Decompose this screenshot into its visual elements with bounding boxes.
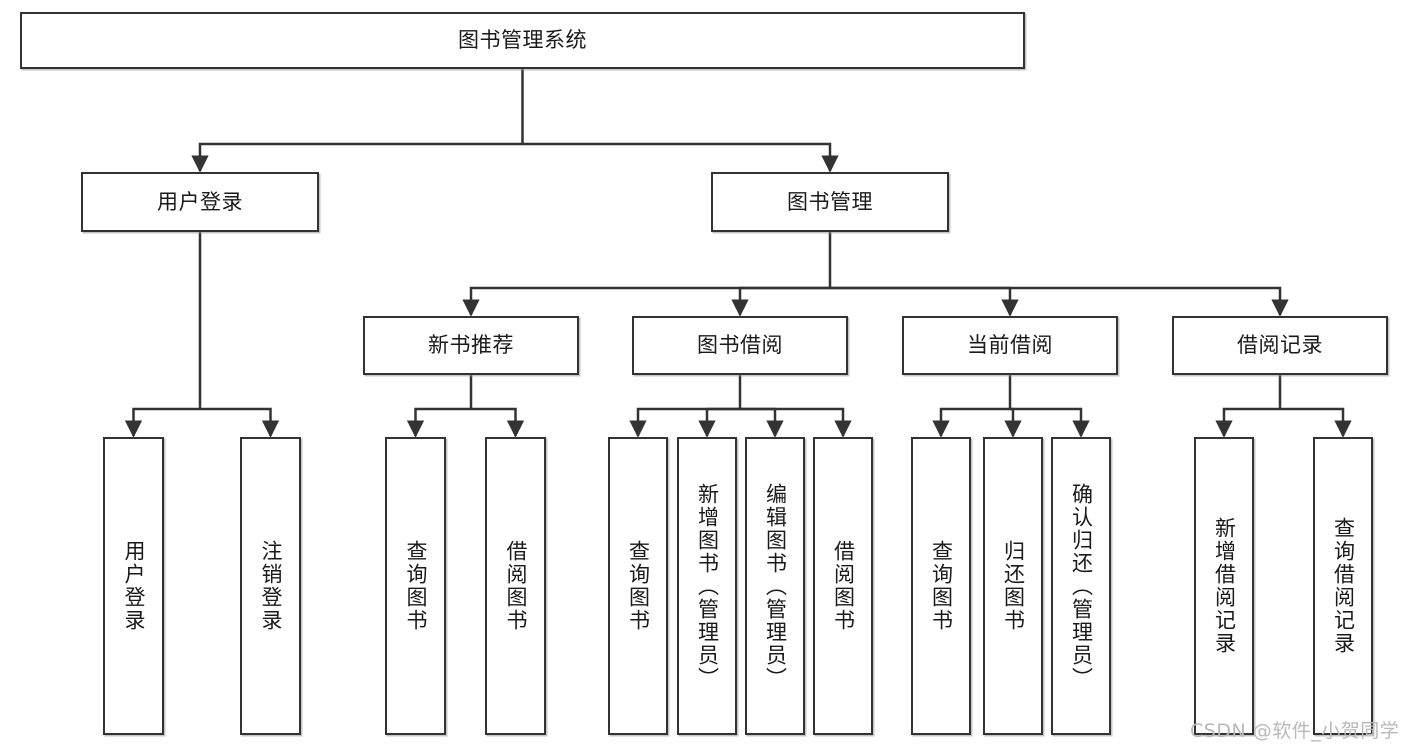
edge-current-to-query [932,407,1010,438]
node-label-bo-add: 新增图书（管理员） [695,482,720,690]
edge-login-to-userlogout [200,407,280,438]
node-cu-confirm[interactable]: 确认归还（管理员） [1051,437,1111,735]
node-label-login: 用户登录 [157,189,243,214]
node-userlogout[interactable]: 注销登录 [240,437,301,735]
node-cu-return[interactable]: 归还图书 [983,437,1043,735]
node-label-re-query: 查询借阅记录 [1331,517,1356,655]
node-label-bo-borrow: 借阅图书 [831,540,856,632]
node-login[interactable]: 用户登录 [81,172,319,232]
node-root[interactable]: 图书管理系统 [20,12,1025,69]
node-nb-borrow[interactable]: 借阅图书 [485,437,546,735]
node-bo-borrow[interactable]: 借阅图书 [813,437,873,735]
edge-bookmgmt-to-records [830,286,1289,317]
edge-borrow-to-edit [740,407,784,438]
node-bo-add[interactable]: 新增图书（管理员） [677,437,737,735]
node-nb-query[interactable]: 查询图书 [385,437,446,735]
edge-newbook-to-borrow [471,407,525,438]
node-label-cu-confirm: 确认归还（管理员） [1069,482,1094,690]
edge-records-to-query [1280,407,1352,438]
node-label-cu-query: 查询图书 [929,540,954,632]
node-label-re-add: 新增借阅记录 [1212,517,1237,655]
node-label-borrow: 图书借阅 [697,333,783,358]
edge-bookmgmt-to-borrow [731,286,830,317]
node-re-add[interactable]: 新增借阅记录 [1194,437,1254,735]
node-label-cu-return: 归还图书 [1001,540,1026,632]
node-re-query[interactable]: 查询借阅记录 [1313,437,1373,735]
edge-root-to-login [191,142,523,173]
node-bookmgmt[interactable]: 图书管理 [711,172,949,232]
node-label-current: 当前借阅 [967,333,1053,358]
csdn-watermark: CSDN @软件_小贺同学 [1190,720,1400,742]
node-label-bo-query: 查询图书 [626,540,651,632]
node-label-newbook: 新书推荐 [428,333,514,358]
edge-current-to-return [1004,407,1022,438]
node-label-userlogin: 用户登录 [122,540,146,632]
edge-current-to-confirm [1010,407,1090,438]
edge-borrow-to-query [629,407,740,438]
node-label-root: 图书管理系统 [458,28,587,53]
node-label-nb-borrow: 借阅图书 [504,540,528,632]
node-label-bookmgmt: 图书管理 [787,189,873,214]
edge-borrow-to-add [698,407,740,438]
edge-newbook-to-query [406,407,471,438]
node-label-bo-edit: 编辑图书（管理员） [763,482,788,690]
node-userlogin[interactable]: 用户登录 [103,437,164,735]
node-label-records: 借阅记录 [1237,333,1323,358]
node-newbook[interactable]: 新书推荐 [363,316,579,375]
edge-root-to-bookmgmt [522,142,839,173]
edge-login-to-userlogin [124,407,200,438]
node-bo-query[interactable]: 查询图书 [608,437,668,735]
edge-bookmgmt-to-current [830,286,1019,317]
node-cu-query[interactable]: 查询图书 [911,437,971,735]
edge-bookmgmt-to-newbook [462,286,830,317]
edge-borrow-to-borrow [740,407,852,438]
edge-records-to-add [1215,407,1280,438]
node-label-userlogout: 注销登录 [259,540,283,632]
node-label-nb-query: 查询图书 [404,540,428,632]
connector-group [124,69,1352,438]
node-records[interactable]: 借阅记录 [1172,316,1388,375]
node-current[interactable]: 当前借阅 [902,316,1118,375]
node-bo-edit[interactable]: 编辑图书（管理员） [745,437,805,735]
node-borrow[interactable]: 图书借阅 [632,316,848,375]
